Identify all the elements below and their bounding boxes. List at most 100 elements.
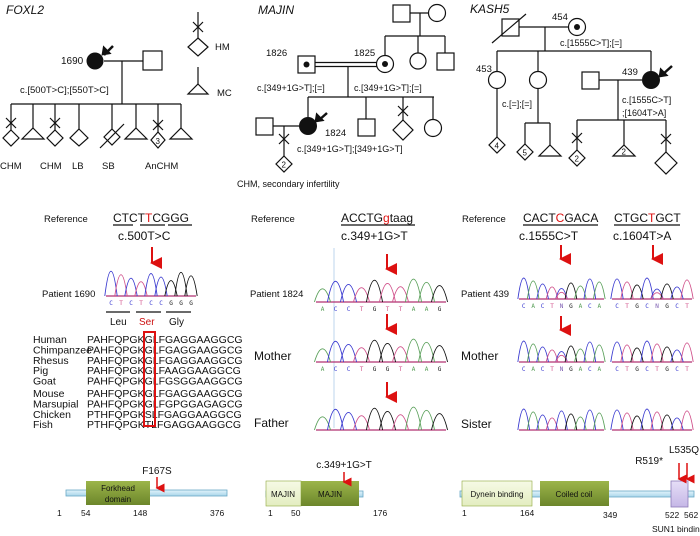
aa-sequence: PTHFQPGKSLFGAGGAAGGCG (87, 409, 242, 421)
conserved-residue-box (143, 331, 156, 427)
label-lb: LB (72, 161, 84, 172)
base-call: G (189, 300, 193, 307)
kash5-variant-1: c.1555C>T (519, 229, 579, 243)
base-call: G (373, 306, 377, 313)
reference-label: Reference (44, 214, 88, 225)
kash5-aunt-id: 453 (476, 64, 492, 75)
legend-mc: MC (186, 67, 232, 99)
kash5-proband-genotype-2: ;[1604T>A] (622, 108, 666, 118)
tick-148: 148 (133, 508, 147, 518)
trace-peak (353, 415, 370, 431)
mutation-l535q: L535Q (669, 445, 699, 456)
base-call: C (675, 303, 679, 310)
majin-father-genotype: c.[349+1G>T];[=] (257, 83, 325, 93)
base-call: G (169, 300, 173, 307)
aa-sequence: PAHFQPGKGLFAAGGAAGGCG (87, 365, 241, 377)
kash5-trace-label-sister: Sister (461, 417, 492, 431)
aa-sequence: PAHFQPGKGLFGSGGAAGGCG (87, 376, 243, 388)
trace-peak (630, 284, 644, 300)
legend-hm-label: HM (215, 42, 230, 53)
offspring-anchm: 3 (150, 104, 166, 149)
offspring-mc-3 (168, 104, 194, 140)
trace-peak (314, 416, 331, 431)
trace-peak (431, 285, 448, 303)
proband-arrow-icon (314, 112, 328, 123)
offspring-lb (69, 104, 89, 147)
legend-mc-label: MC (217, 88, 232, 99)
base-call: G (373, 366, 377, 373)
majin-pregnancy-count: 2 (282, 161, 287, 170)
trace-peak (650, 288, 664, 300)
base-call: G (179, 300, 183, 307)
trace-peak (164, 280, 178, 297)
aa-sequence: PAHFQPGKGLFGPGGAGAGCG (87, 398, 243, 410)
foxl2-proband-id: 1690 (61, 56, 84, 67)
base-call: T (360, 306, 364, 313)
offspring-chm-2 (46, 104, 64, 147)
aa-sequence: PAHFQPGKGLFGAGGAAGGCG (87, 355, 243, 367)
codon-leu: Leu (110, 317, 127, 328)
base-call: A (412, 306, 416, 313)
kash5-reference-seq-1: CACTCGACA (523, 211, 598, 225)
majin-domain-1-label: MAJIN (271, 490, 295, 499)
offspring-sb (99, 104, 125, 149)
base-call: G (386, 366, 390, 373)
forkhead-domain (86, 481, 150, 505)
forkhead-label-2: domain (105, 495, 131, 504)
base-call: C (541, 303, 545, 310)
tick-1: 1 (462, 508, 467, 518)
kash5-proband (642, 71, 660, 89)
trace-peak (670, 417, 684, 431)
base-call: C (347, 366, 351, 373)
base-call: C (615, 303, 619, 310)
base-call: C (109, 300, 113, 307)
base-call: A (425, 306, 429, 313)
label-chm-2: CHM (40, 161, 62, 172)
base-call: T (399, 306, 403, 313)
proband-affected-female (86, 52, 104, 70)
trace-peak (392, 286, 409, 303)
base-call: A (425, 366, 429, 373)
foxl2-sequencing: Reference CTCTTCGGG c.500T>C Patient 169… (33, 211, 243, 431)
dynein-binding-label: Dynein binding (471, 490, 524, 499)
base-call: A (597, 303, 601, 310)
base-call: C (645, 303, 649, 310)
base-call: C (129, 300, 133, 307)
majin-trace-label-mother: Mother (254, 349, 291, 363)
aa-sequence: PAHFQPGKGLFGAGGAAGGCG (87, 344, 243, 356)
base-call: A (321, 366, 325, 373)
trace-peak (574, 285, 587, 300)
trace-peak (574, 416, 587, 431)
majin-protein-mutation: c.349+1G>T (316, 460, 372, 471)
base-call: G (665, 366, 669, 373)
base-call: T (119, 300, 123, 307)
base-call: C (588, 303, 592, 310)
trace-peak (184, 275, 198, 297)
dynein-binding-domain (461, 480, 533, 507)
aa-sequence: PAHFQPGKGLFGAGGAAGGCG (87, 388, 243, 400)
trace-peak (630, 415, 644, 431)
trace-peak (592, 412, 606, 431)
species-label: Fish (33, 419, 53, 431)
trace-peak (650, 292, 664, 300)
base-call: G (635, 303, 639, 310)
proband-arrow-icon (101, 45, 114, 56)
trace-peak (630, 347, 644, 363)
majin-domain-2-label: MAJIN (318, 490, 342, 499)
trace-peak (555, 288, 568, 300)
trace-peak (680, 342, 694, 363)
foxl2-pedigree: FOXL2 1690 c.[500T>C];[550T>C] (0, 3, 232, 172)
kash5-trace-label-patient: Patient 439 (461, 289, 509, 300)
base-call: C (645, 366, 649, 373)
foxl2-reference-seq: CTCTTCGGG (113, 211, 189, 225)
base-call: A (321, 306, 325, 313)
foxl2-gene-title: FOXL2 (6, 3, 44, 17)
base-call: C (522, 366, 526, 373)
trace-peak (670, 286, 684, 300)
species-label: Marsupial (33, 398, 79, 410)
kash5-grandmother-genotype: c.[1555C>T];[=] (560, 38, 622, 48)
tick-54: 54 (81, 508, 91, 518)
majin-variant: c.349+1G>T (341, 229, 408, 243)
